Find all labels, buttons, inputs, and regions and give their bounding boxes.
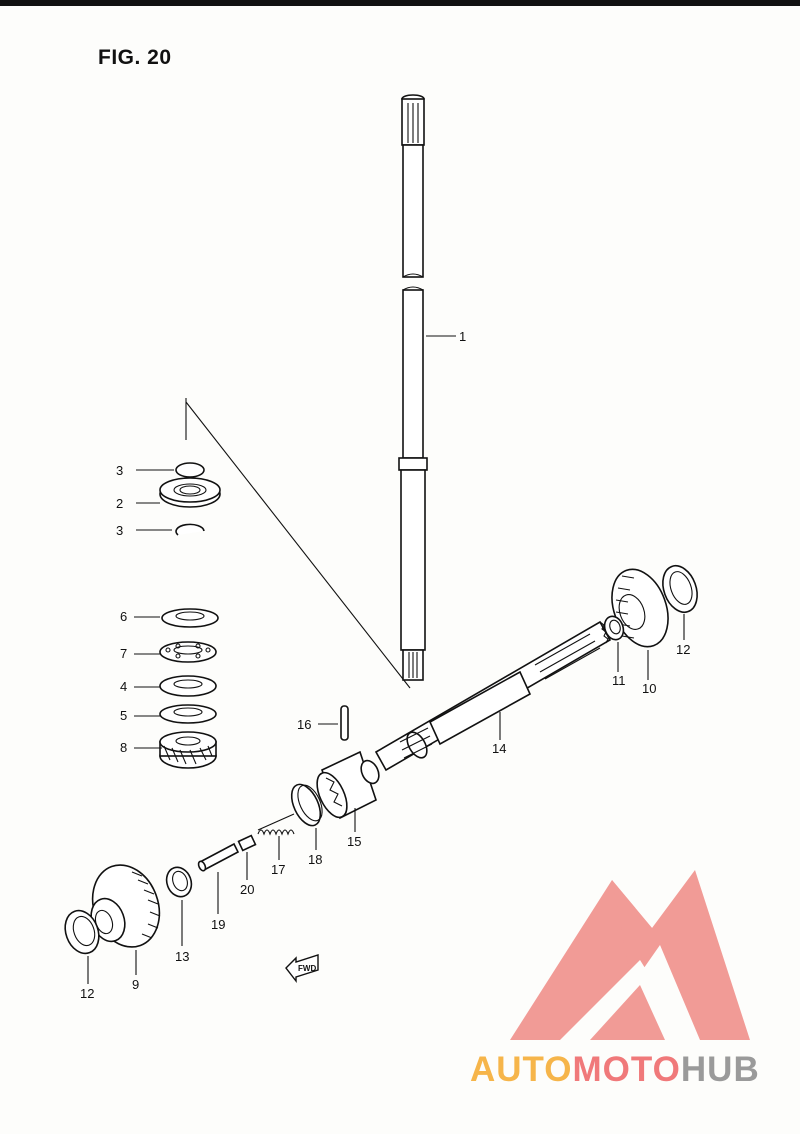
watermark-auto: AUTO <box>470 1050 573 1089</box>
shim-left[interactable] <box>59 906 104 958</box>
guide-line <box>185 401 411 689</box>
callout-4: 4 <box>120 679 127 694</box>
watermark-wordmark: AUTOMOTOHUB <box>470 1050 760 1090</box>
callout-6: 6 <box>120 609 127 624</box>
callout-13: 13 <box>175 949 189 964</box>
callout-3-lower: 3 <box>116 523 123 538</box>
circlip-lower[interactable] <box>175 523 205 536</box>
callout-16: 16 <box>297 717 311 732</box>
callout-1: 1 <box>459 329 466 344</box>
callout-12-left: 12 <box>80 986 94 1001</box>
watermark-logo <box>510 870 750 1040</box>
watermark-hub: HUB <box>680 1050 760 1089</box>
push-rod-ring[interactable] <box>286 780 327 830</box>
callout-12-right: 12 <box>676 642 690 657</box>
drive-shaft[interactable] <box>398 94 428 681</box>
bearing[interactable] <box>159 477 221 508</box>
propeller-shaft[interactable] <box>374 620 612 772</box>
fwd-text: FWD <box>298 964 316 973</box>
callout-11: 11 <box>612 673 626 688</box>
callout-15: 15 <box>347 834 361 849</box>
callout-18: 18 <box>308 852 322 867</box>
washer-13[interactable] <box>163 864 196 900</box>
figure-title: FIG. 20 <box>98 46 172 69</box>
top-border <box>0 0 800 6</box>
spring[interactable] <box>257 813 295 836</box>
shim-4[interactable] <box>159 675 217 697</box>
pinion-gear-8[interactable] <box>159 731 217 769</box>
push-rod[interactable] <box>197 842 240 872</box>
forward-gear[interactable] <box>82 856 171 957</box>
thrust-washer-6[interactable] <box>161 608 219 628</box>
clutch-dog[interactable] <box>311 750 382 822</box>
callout-7: 7 <box>120 646 127 661</box>
washer-11[interactable] <box>601 614 626 643</box>
pin-20[interactable] <box>237 834 257 852</box>
callout-9: 9 <box>132 977 139 992</box>
callout-19: 19 <box>211 917 225 932</box>
circlip-upper[interactable] <box>175 462 205 478</box>
shim-5[interactable] <box>159 704 217 724</box>
callout-10: 10 <box>642 681 656 696</box>
callout-8: 8 <box>120 740 127 755</box>
cross-pin[interactable] <box>340 705 349 741</box>
callout-17: 17 <box>271 862 285 877</box>
callout-5: 5 <box>120 708 127 723</box>
callout-20: 20 <box>240 882 254 897</box>
watermark-moto: MOTO <box>572 1050 681 1089</box>
callout-2: 2 <box>116 496 123 511</box>
thrust-bearing-7[interactable] <box>159 641 217 663</box>
callout-3-upper: 3 <box>116 463 123 478</box>
fwd-direction-badge: FWD <box>285 954 319 984</box>
callout-14: 14 <box>492 741 506 756</box>
shim-right[interactable] <box>657 561 703 617</box>
